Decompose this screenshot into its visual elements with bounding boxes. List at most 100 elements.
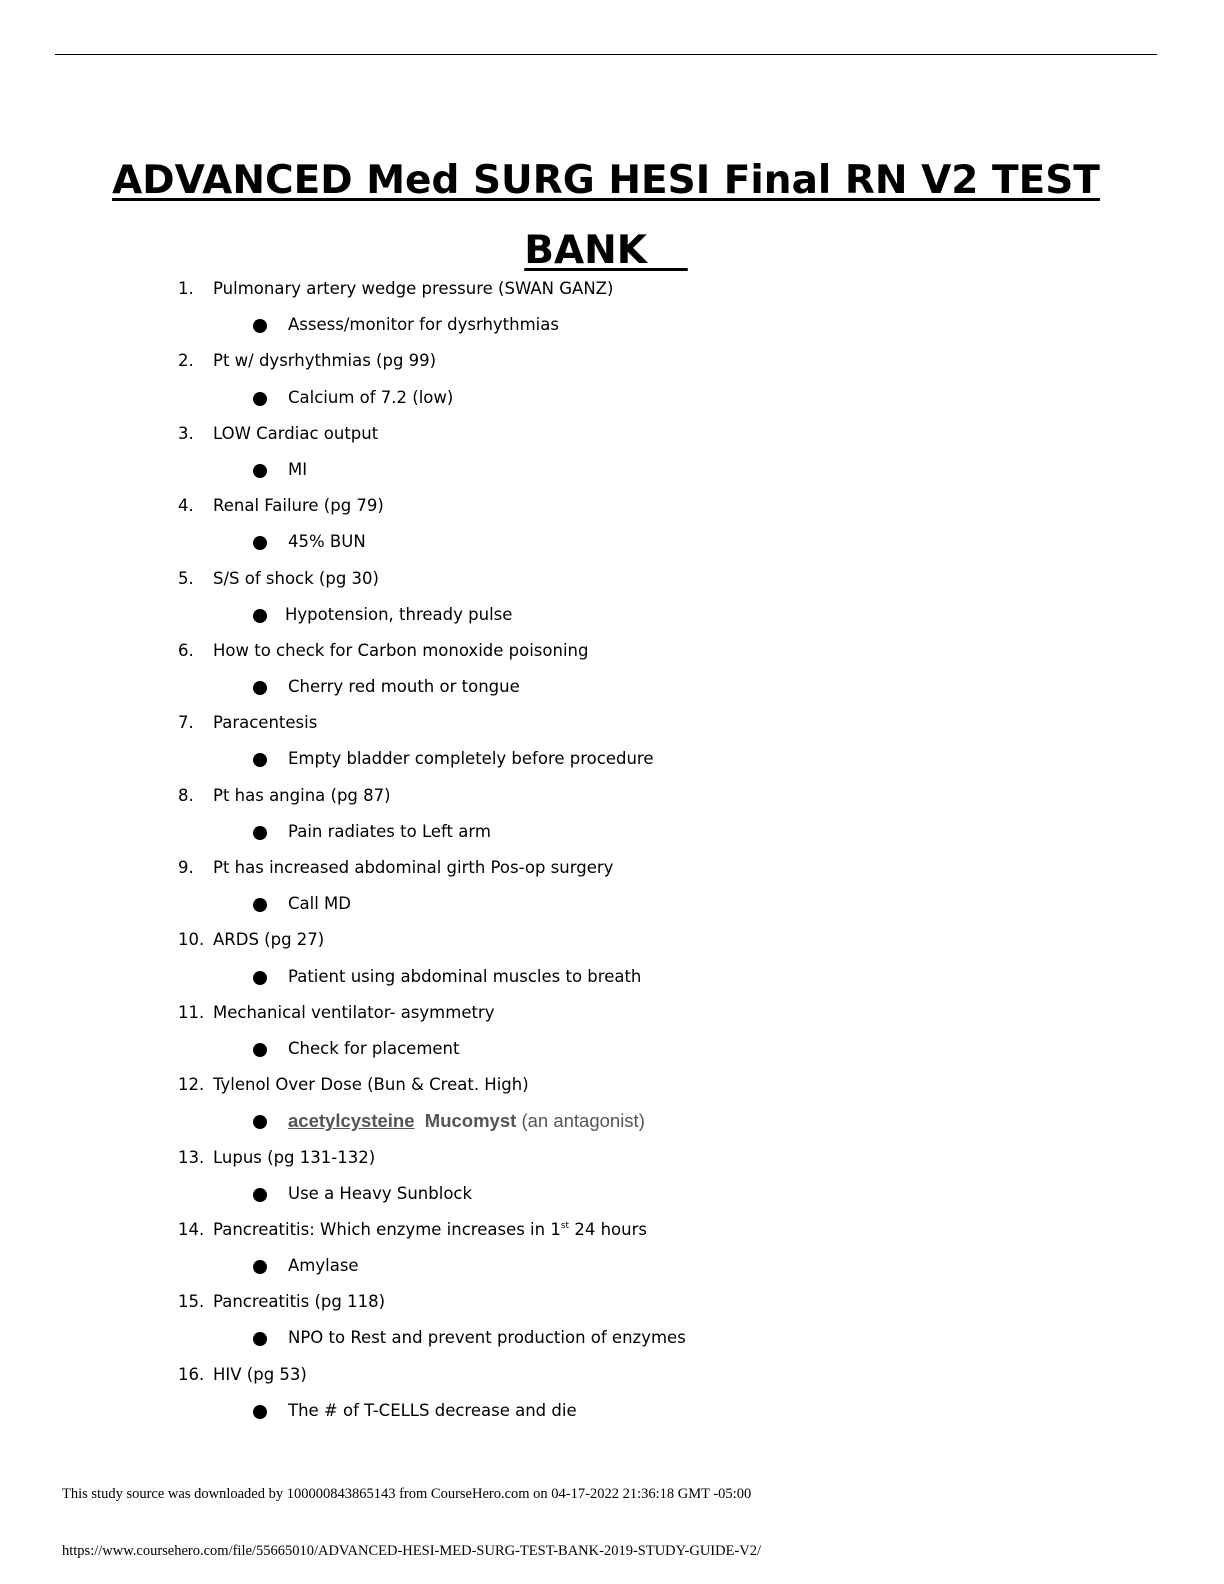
question-text: Paracentesis — [213, 713, 318, 733]
answer-text: Use a Heavy Sunblock — [288, 1183, 473, 1203]
question-row: 2. Pt w/ dysrhythmias (pg 99) — [0, 343, 1224, 379]
answer-text: Cherry red mouth or tongue — [288, 677, 520, 697]
answer-text: Assess/monitor for dysrhythmias — [288, 315, 559, 335]
list-item: 14. Pancreatitis: Which enzyme increases… — [0, 1212, 1224, 1284]
footer-source-notice: This study source was downloaded by 1000… — [62, 1486, 752, 1502]
question-text: How to check for Carbon monoxide poisoni… — [213, 640, 589, 660]
bullet-icon — [253, 463, 267, 478]
answer-text: acetylcysteine Mucomyst (an antagonist) — [288, 1103, 645, 1139]
header-rule — [55, 54, 1157, 55]
answer-text: Amylase — [288, 1256, 359, 1276]
drug-brand-name: Mucomyst — [424, 1110, 517, 1132]
question-list: 1. Pulmonary artery wedge pressure (SWAN… — [0, 271, 1224, 1429]
answer-row: Call MD — [0, 886, 1224, 922]
list-item: 8. Pt has angina (pg 87) Pain radiates t… — [0, 778, 1224, 850]
question-number: 12. — [178, 1075, 205, 1095]
bullet-icon — [253, 681, 267, 696]
question-text: Pulmonary artery wedge pressure (SWAN GA… — [213, 279, 614, 298]
question-text: Pt has angina (pg 87) — [213, 785, 391, 805]
list-item: 16. HIV (pg 53) The # of T-CELLS decreas… — [0, 1357, 1224, 1429]
answer-text: NPO to Rest and prevent production of en… — [288, 1328, 686, 1348]
question-number: 5. — [178, 568, 194, 588]
question-row: 1. Pulmonary artery wedge pressure (SWAN… — [0, 271, 1224, 307]
answer-row: Check for placement — [0, 1031, 1224, 1067]
question-text: Tylenol Over Dose (Bun & Creat. High) — [213, 1075, 529, 1095]
question-row: 7. Paracentesis — [0, 705, 1224, 741]
list-item: 3. LOW Cardiac output MI — [0, 416, 1224, 488]
question-row: 15. Pancreatitis (pg 118) — [0, 1284, 1224, 1320]
bullet-icon — [253, 825, 267, 840]
answer-row: Use a Heavy Sunblock — [0, 1176, 1224, 1212]
bullet-icon — [253, 753, 267, 768]
list-item: 10. ARDS (pg 27) Patient using abdominal… — [0, 922, 1224, 994]
answer-row: Cherry red mouth or tongue — [0, 669, 1224, 705]
answer-row: Assess/monitor for dysrhythmias — [0, 307, 1224, 343]
bullet-icon — [253, 608, 267, 623]
bullet-icon — [253, 1260, 267, 1275]
question-row: 10. ARDS (pg 27) — [0, 922, 1224, 958]
answer-text: Empty bladder completely before procedur… — [288, 749, 654, 769]
question-number: 11. — [178, 1002, 205, 1022]
list-item: 12. Tylenol Over Dose (Bun & Creat. High… — [0, 1067, 1224, 1139]
bullet-icon — [253, 1042, 267, 1057]
question-text: HIV (pg 53) — [213, 1364, 307, 1384]
question-number: 2. — [178, 351, 194, 371]
question-text: Renal Failure (pg 79) — [213, 496, 384, 516]
drug-link[interactable]: acetylcysteine — [288, 1110, 415, 1132]
question-number: 9. — [178, 858, 194, 877]
question-text: Lupus (pg 131-132) — [213, 1147, 376, 1167]
bullet-icon — [253, 1404, 267, 1419]
answer-text: Pain radiates to Left arm — [288, 821, 491, 841]
question-row: 8. Pt has angina (pg 87) — [0, 778, 1224, 814]
question-row: 4. Renal Failure (pg 79) — [0, 488, 1224, 524]
answer-text: Hypotension, thready pulse — [285, 604, 513, 624]
question-number: 14. — [178, 1219, 205, 1239]
answer-text: The # of T-CELLS decrease and die — [288, 1400, 577, 1420]
list-item: 4. Renal Failure (pg 79) 45% BUN — [0, 488, 1224, 560]
question-number: 1. — [178, 279, 194, 298]
question-row: 3. LOW Cardiac output — [0, 416, 1224, 452]
question-row: 6. How to check for Carbon monoxide pois… — [0, 633, 1224, 669]
list-item: 13. Lupus (pg 131-132) Use a Heavy Sunbl… — [0, 1140, 1224, 1212]
question-text: Pt w/ dysrhythmias (pg 99) — [213, 351, 437, 371]
question-text: ARDS (pg 27) — [213, 930, 325, 950]
answer-row: Pain radiates to Left arm — [0, 814, 1224, 850]
question-number: 4. — [178, 496, 194, 516]
question-number: 7. — [178, 713, 194, 733]
question-row: 13. Lupus (pg 131-132) — [0, 1140, 1224, 1176]
answer-row: NPO to Rest and prevent production of en… — [0, 1320, 1224, 1356]
question-text: Mechanical ventilator- asymmetry — [213, 1002, 495, 1022]
answer-text: MI — [288, 459, 308, 479]
question-row: 9. Pt has increased abdominal girth Pos-… — [0, 850, 1224, 886]
question-text: Pancreatitis (pg 118) — [213, 1292, 386, 1312]
question-number: 15. — [178, 1292, 205, 1312]
footer-url-link[interactable]: https://www.coursehero.com/file/55665010… — [62, 1543, 762, 1559]
bullet-icon — [253, 319, 267, 334]
question-row: 5. S/S of shock (pg 30) — [0, 561, 1224, 597]
list-item: 5. S/S of shock (pg 30) Hypotension, thr… — [0, 561, 1224, 633]
answer-row: Patient using abdominal muscles to breat… — [0, 959, 1224, 995]
answer-text: 45% BUN — [288, 532, 366, 552]
question-row: 12. Tylenol Over Dose (Bun & Creat. High… — [0, 1067, 1224, 1103]
bullet-icon — [253, 1332, 267, 1347]
answer-row: Hypotension, thready pulse — [0, 597, 1224, 633]
question-text: Pancreatitis: Which enzyme increases in … — [213, 1212, 647, 1251]
question-number: 8. — [178, 785, 194, 805]
question-text: Pt has increased abdominal girth Pos-op … — [213, 858, 614, 877]
bullet-icon — [253, 970, 267, 985]
answer-row: Empty bladder completely before procedur… — [0, 741, 1224, 777]
question-number: 13. — [178, 1147, 205, 1167]
question-row: 11. Mechanical ventilator- asymmetry — [0, 995, 1224, 1031]
document-title: ADVANCED Med SURG HESI Final RN V2 TEST … — [0, 146, 1212, 286]
list-item: 2. Pt w/ dysrhythmias (pg 99) Calcium of… — [0, 343, 1224, 415]
answer-text: Call MD — [288, 894, 351, 914]
question-text-part: 24 hours — [569, 1219, 647, 1239]
question-text: LOW Cardiac output — [213, 423, 379, 443]
answer-text: Patient using abdominal muscles to breat… — [288, 966, 642, 986]
question-number: 10. — [178, 930, 205, 950]
list-item: 7. Paracentesis Empty bladder completely… — [0, 705, 1224, 777]
answer-row: Calcium of 7.2 (low) — [0, 380, 1224, 416]
answer-text: Calcium of 7.2 (low) — [288, 387, 454, 407]
question-row: 16. HIV (pg 53) — [0, 1357, 1224, 1393]
list-item: 1. Pulmonary artery wedge pressure (SWAN… — [0, 271, 1224, 343]
